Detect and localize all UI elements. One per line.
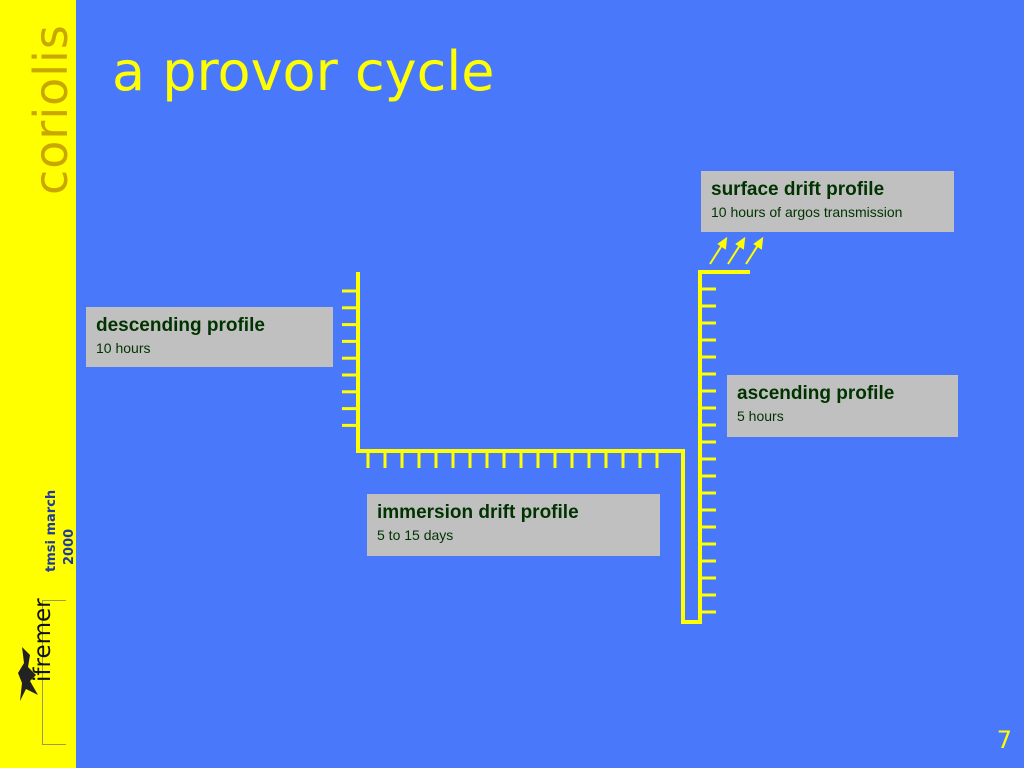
surface-detail: 10 hours of argos transmission: [711, 204, 903, 220]
ascending-label: ascending profile 5 hours: [727, 375, 958, 437]
descending-label: descending profile 10 hours: [86, 307, 333, 367]
immersion-heading: immersion drift profile: [377, 502, 579, 523]
immersion-label: immersion drift profile 5 to 15 days: [367, 494, 660, 556]
ascending-detail: 5 hours: [737, 408, 784, 424]
slide-title: a provor cycle: [112, 40, 495, 103]
surface-heading: surface drift profile: [711, 179, 885, 200]
logo-rule-top: [42, 600, 66, 601]
ascending-heading: ascending profile: [737, 383, 895, 404]
page-number: 7: [996, 726, 1012, 754]
depth-ticks: [342, 287, 716, 614]
ifremer-bird-icon: [18, 647, 38, 701]
descending-detail: 10 hours: [96, 340, 151, 356]
descending-path: [356, 270, 750, 624]
logo-rule-vertical: [42, 600, 43, 745]
sidebar: coriolis tmsi march 2000 ifremer: [0, 0, 78, 768]
descending-heading: descending profile: [96, 315, 265, 336]
immersion-detail: 5 to 15 days: [377, 527, 454, 543]
transmission-arrows: [709, 236, 764, 265]
surface-label: surface drift profile 10 hours of argos …: [701, 171, 954, 232]
logo-rule-bottom: [42, 744, 66, 745]
